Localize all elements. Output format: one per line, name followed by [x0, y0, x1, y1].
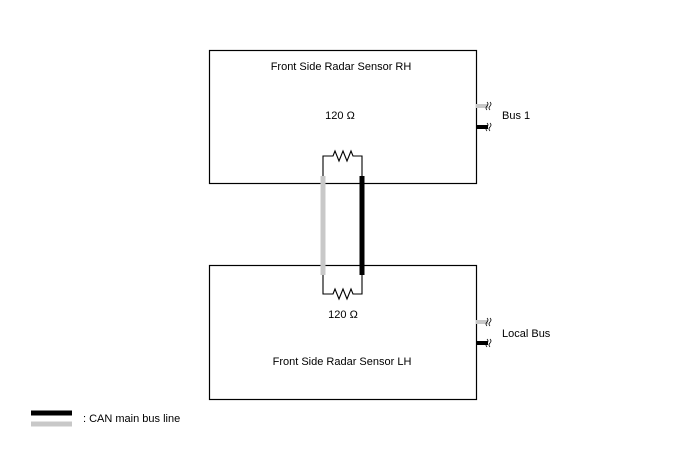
bus1-wire-stubs — [476, 104, 488, 129]
sensor-lh-title: Front Side Radar Sensor LH — [272, 356, 412, 368]
resistor-rh-label: 120 Ω — [325, 110, 355, 122]
bus1-label: Bus 1 — [502, 110, 531, 122]
legend-swatch — [31, 410, 72, 427]
local-bus-label: Local Bus — [502, 328, 551, 340]
legend-label: : CAN main bus line — [83, 413, 181, 425]
sensor-lh-box — [208, 264, 478, 401]
resistor-rh-icon — [322, 149, 363, 176]
wire-break-icon — [485, 101, 492, 132]
resistor-lh-label: 120 Ω — [328, 309, 358, 321]
sensor-rh-title: Front Side Radar Sensor RH — [270, 61, 412, 73]
sensor-rh-box — [208, 49, 478, 185]
local-bus-wire-stubs — [476, 320, 488, 345]
wire-break-icon — [485, 317, 492, 348]
resistor-lh-icon — [322, 274, 363, 301]
